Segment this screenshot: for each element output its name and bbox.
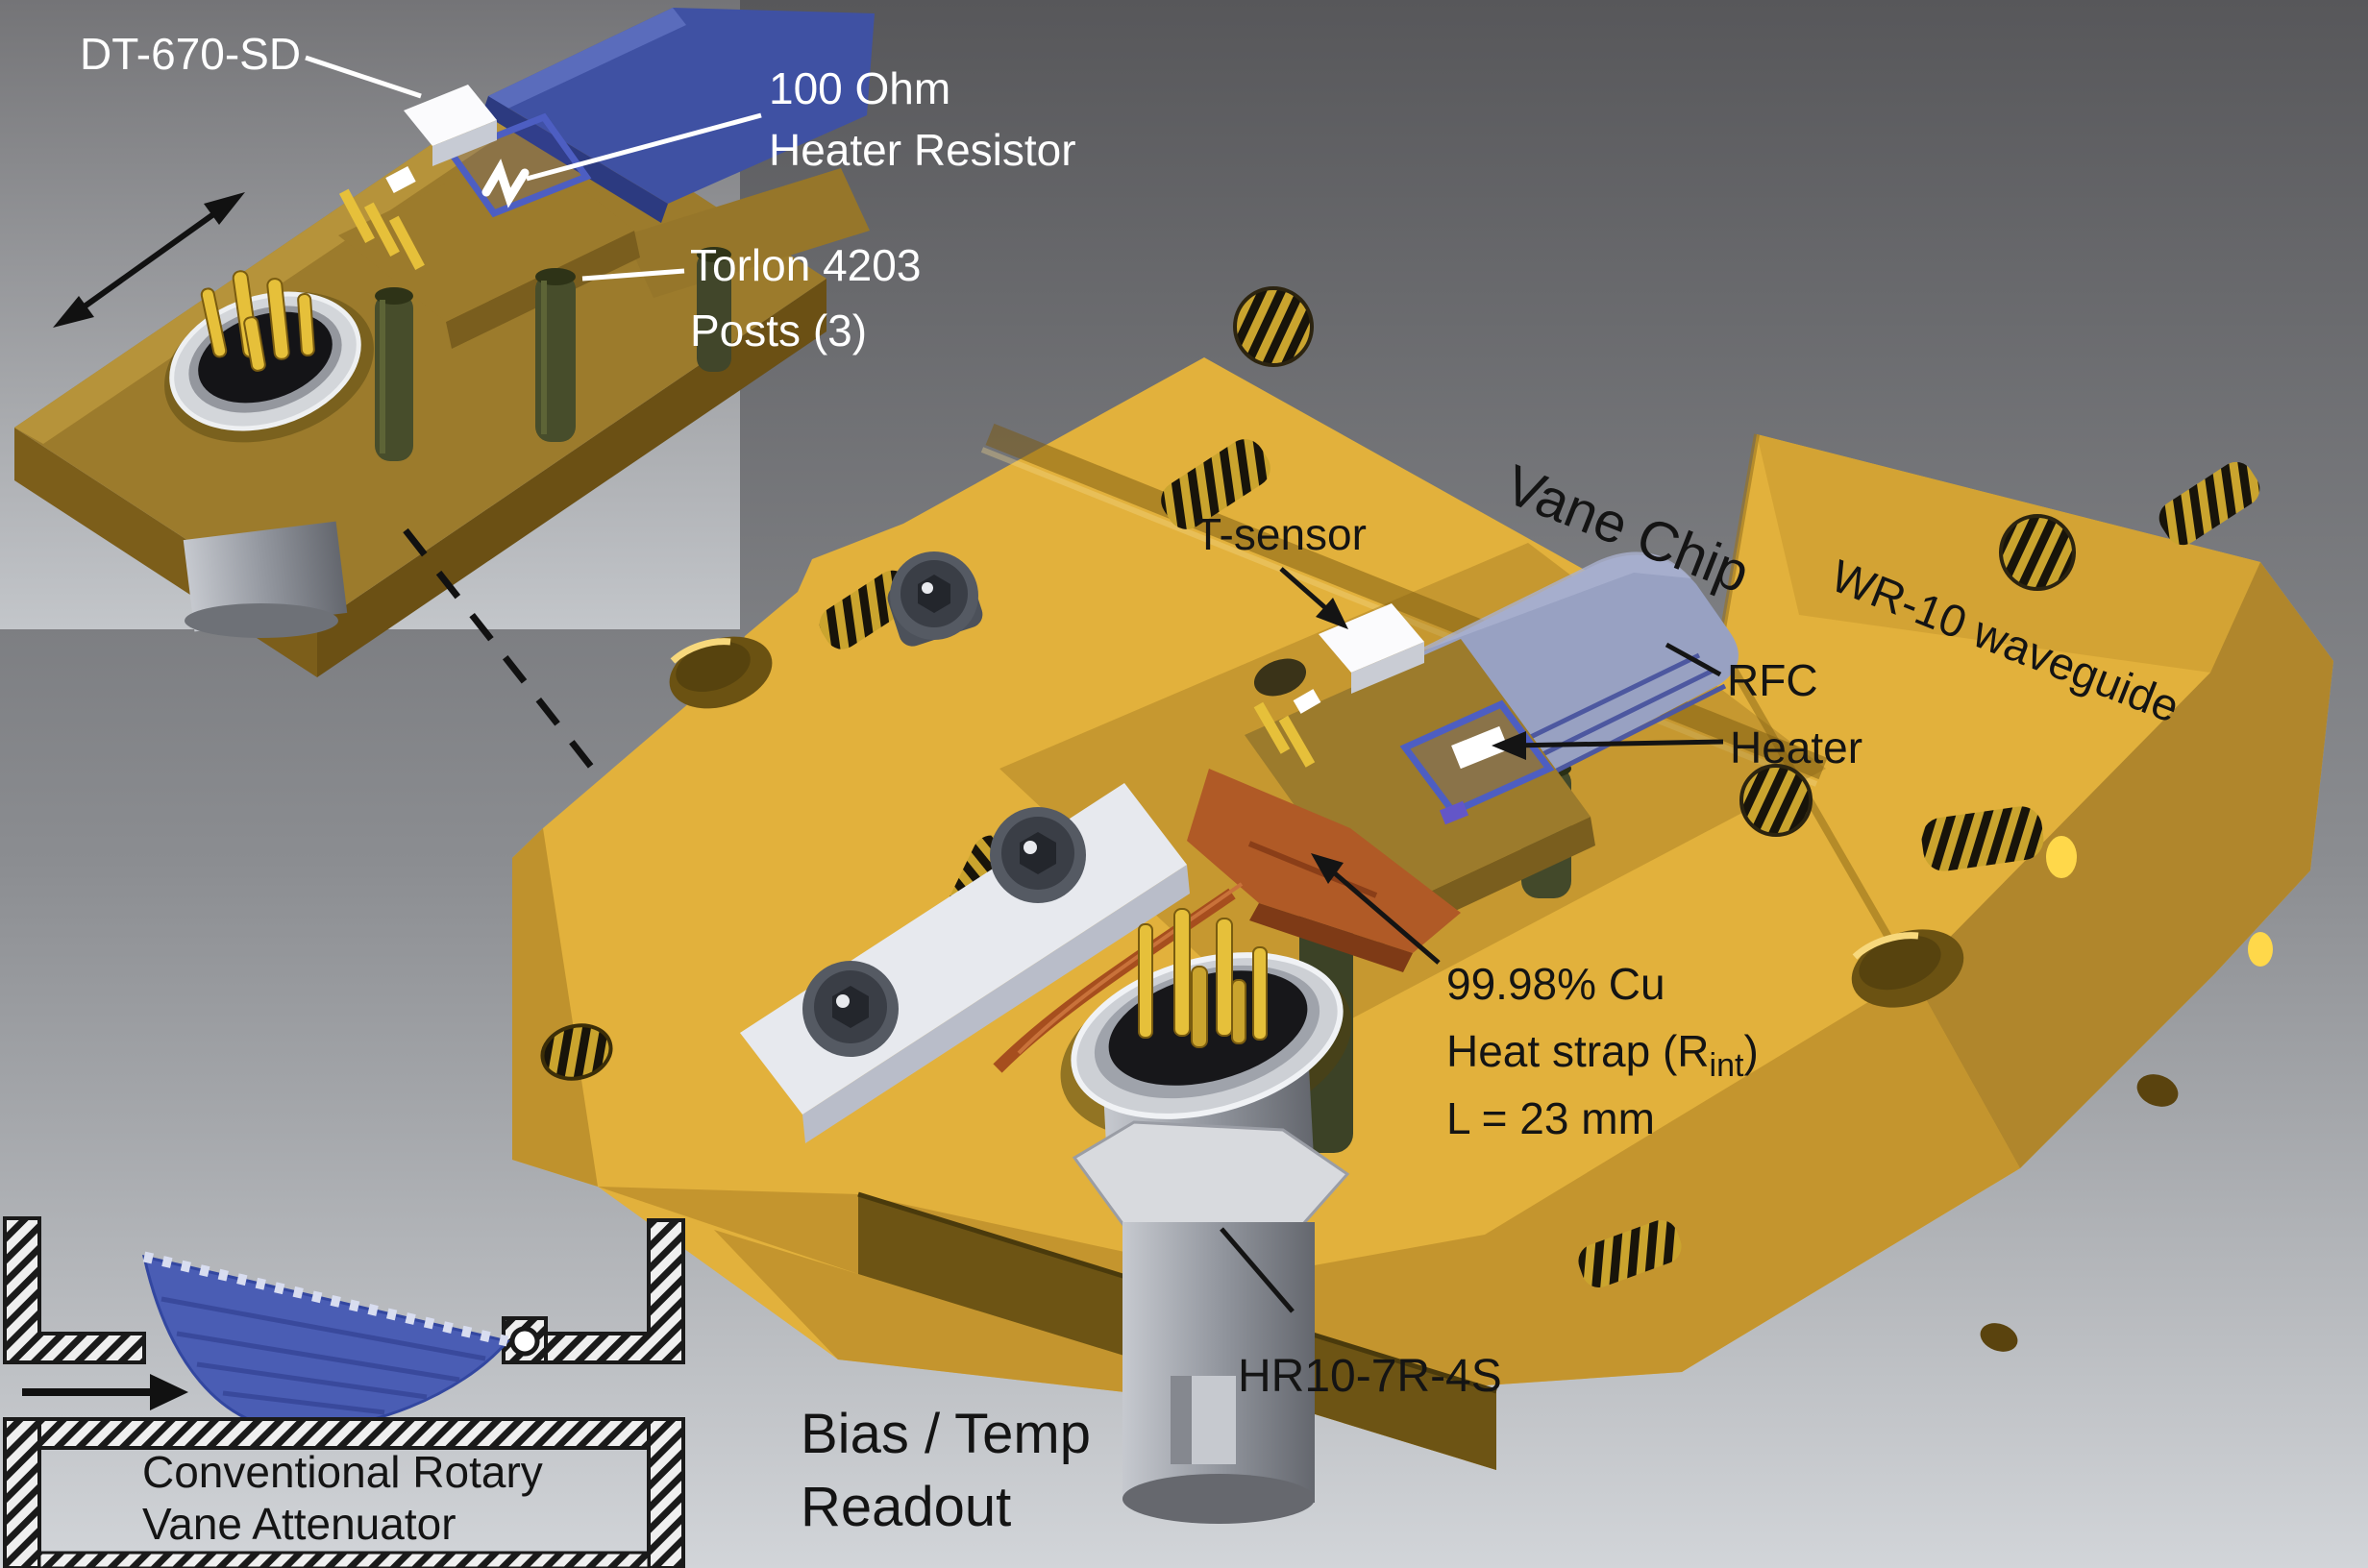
carrier-detail (1439, 800, 1469, 825)
label-heat-strap-line1: 99.98% Cu (1446, 959, 1665, 1009)
hr10-pins (1138, 908, 1268, 1048)
hr10-connector (1060, 908, 1352, 1524)
rotary-vane-schematic: Conventional Rotary Vane Attenuator (3, 1216, 685, 1568)
block-front-lower (714, 1230, 1496, 1470)
inset-heater-resistor-icon (481, 159, 530, 208)
label-t-sensor: T-sensor (1195, 509, 1367, 559)
label-hr10: HR10-7R-4S (1238, 1351, 1502, 1402)
label-torlon-line1: Torlon 4203 (690, 240, 921, 290)
main-heater-chip (1451, 725, 1509, 770)
side-hole-icon (2136, 1074, 2179, 1107)
vane-chip-assembly (740, 551, 1739, 1153)
screw-head-icon (1233, 286, 2076, 837)
clamp-screw-icon (802, 807, 1086, 1057)
schematic-wall-bottom (3, 1417, 685, 1450)
pointer-arrow-heat-strap (1311, 853, 1441, 965)
main-t-sensor-chip (1319, 603, 1424, 694)
inset-labels: DT-670-SD 100 Ohm Heater Resistor Torlon… (80, 29, 1076, 355)
schematic-wall-bottom-strip (37, 1551, 651, 1568)
inset-connector-barrel (183, 521, 348, 632)
front-threaded-hole-icon (540, 1023, 613, 1081)
label-heat-strap-line3: L = 23 mm (1446, 1093, 1655, 1143)
label-readout-line1: Bias / Temp (801, 1403, 1091, 1465)
label-readout-line2: Readout (801, 1476, 1011, 1538)
pointer-arrow-heater (1492, 731, 1724, 760)
label-heater: Heater (1730, 723, 1862, 772)
label-dt670sd: DT-670-SD (80, 29, 301, 79)
inset-carrier-arm (625, 168, 870, 298)
gold-glint (2046, 836, 2077, 878)
leader-resistor (526, 112, 762, 182)
schematic-caption-line2: Vane Attenuator (142, 1499, 456, 1549)
label-heat-strap-line2: Heat strap (Rint) (1446, 1026, 1759, 1084)
gold-glint (2248, 932, 2273, 967)
block-right-face (1912, 562, 2333, 1168)
label-resistor-line1: 100 Ohm (769, 63, 950, 113)
inset-connector-pins (200, 270, 315, 372)
rfc-lines-icon (1507, 652, 1727, 783)
inset-connector (164, 270, 374, 638)
schematic-caption-line1: Conventional Rotary (142, 1447, 543, 1497)
leader-hr10 (1220, 1227, 1295, 1313)
inset-bond-pads (338, 165, 425, 270)
block-front-face (598, 975, 2020, 1470)
pointer-arrow-t-sensor (1279, 567, 1348, 629)
label-rfc: RFC (1727, 655, 1818, 705)
main-bond-pads (1253, 689, 1321, 768)
leader-torlon (581, 268, 685, 282)
signal-direction-arrow-icon (22, 1374, 188, 1410)
loose-screw-icon (887, 551, 983, 647)
side-hole-icon (1980, 1323, 2018, 1352)
schematic-wall-top-left (3, 1216, 146, 1364)
inset-assembly-panel (0, 0, 875, 677)
leader-rfc (1665, 642, 1722, 677)
bolt-hole-icon (1851, 929, 1964, 1008)
inset-dt670-chip (404, 85, 497, 166)
double-headed-arrow-icon (53, 192, 245, 328)
leader-dt670sd (305, 55, 422, 99)
block-left-face (512, 828, 598, 1187)
label-resistor-line2: Heater Resistor (769, 125, 1076, 175)
schematic-wall-left-lower (3, 1417, 41, 1568)
label-torlon-line2: Posts (3) (690, 306, 867, 355)
bolt-hole-icon (669, 636, 773, 709)
pivot-circle-icon (509, 1326, 540, 1357)
inset-torlon-posts (375, 247, 731, 461)
schematic-wall-right-lower (647, 1417, 685, 1568)
